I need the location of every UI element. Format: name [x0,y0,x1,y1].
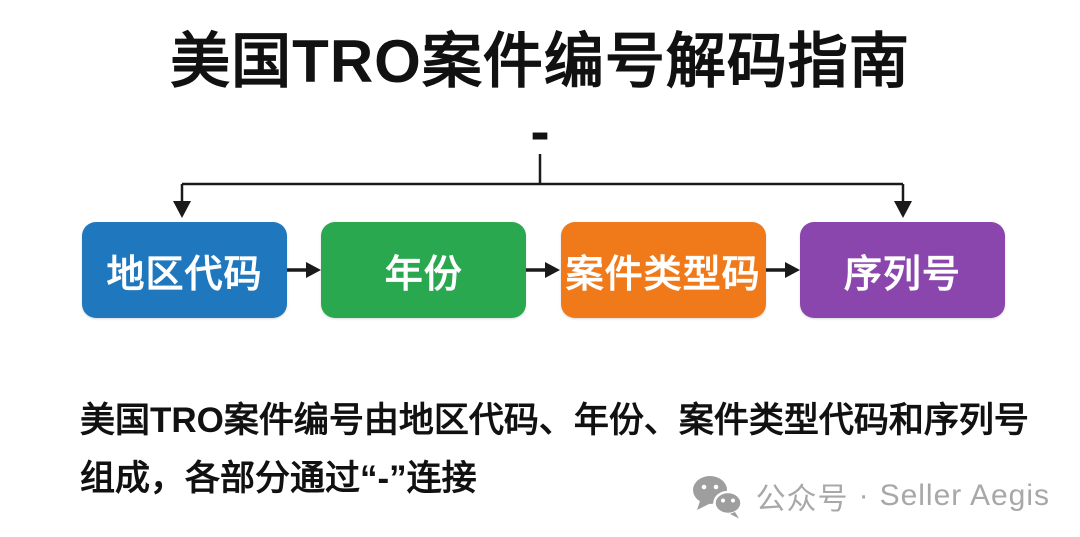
segment-box-1: 地区代码 [82,222,287,318]
segment-label: 序列号 [843,253,961,296]
segment-box-3: 案件类型码 [560,222,766,318]
watermark-text: 公众号 · Seller Aegis [756,474,1050,518]
arrow-down-icon [173,201,191,218]
segment-flow-row: 地区代码 年份 案件类型码 序列号 [82,222,1005,318]
description-line-2: 组成，各部分通过“-”连接 [80,459,477,498]
arrow-right-icon [526,262,561,278]
description-line-1: 美国TRO案件编号由地区代码、年份、案件类型代码和序列号 [80,401,1029,440]
segment-box-4: 序列号 [799,222,1005,318]
arrow-right-icon [287,262,322,278]
arrow-down-icon [894,201,912,218]
hyphen-separator: - [530,99,550,164]
segment-label: 案件类型码 [565,253,761,296]
bracket-connector [173,154,912,218]
wechat-icon [692,476,743,519]
watermark-separator: · [858,479,870,512]
arrow-right-icon [765,262,800,278]
page-title: 美国TRO案件编号解码指南 [170,28,910,95]
watermark-account: Seller Aegis [879,479,1050,512]
segment-box-2: 年份 [321,222,527,318]
watermark-platform: 公众号 [755,483,849,516]
segment-label: 年份 [384,253,463,296]
description: 美国TRO案件编号由地区代码、年份、案件类型代码和序列号 组成，各部分通过“-”… [80,392,1030,508]
watermark: 公众号 · Seller Aegis [690,468,1050,524]
segment-label: 地区代码 [106,253,263,296]
